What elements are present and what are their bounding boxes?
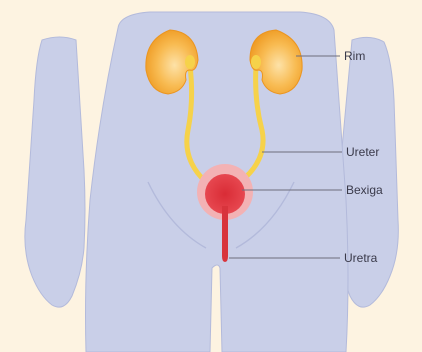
uretra-label: Uretra [344, 251, 377, 265]
left-arm [25, 37, 85, 307]
bexiga-label: Bexiga [346, 183, 383, 197]
rim-label: Rim [344, 49, 365, 63]
ureter-label: Ureter [346, 145, 379, 159]
urethra [222, 206, 228, 262]
